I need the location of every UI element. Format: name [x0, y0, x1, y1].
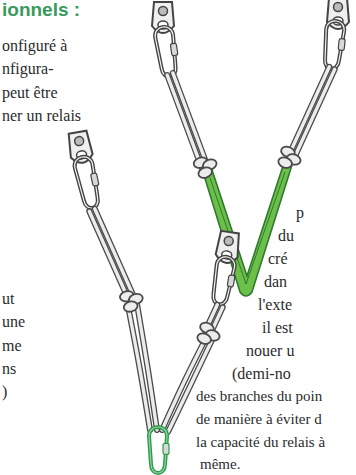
body-text-line: p [296, 204, 304, 222]
body-text-line: de manière à éviter d [196, 411, 322, 428]
carabiner [322, 20, 347, 70]
sling [287, 67, 329, 159]
body-text-line: l'exte [258, 296, 292, 314]
body-text-line: une [2, 313, 25, 331]
carabiner [154, 25, 181, 77]
green-sling [210, 172, 285, 284]
knot [195, 321, 223, 348]
body-text-line: même. [200, 456, 240, 473]
body-text-line: nfigura- [2, 60, 54, 78]
body-text-line: me [2, 337, 22, 355]
carabiner [73, 155, 103, 210]
knot [192, 153, 220, 180]
sling [89, 211, 129, 301]
body-text-line: ) [2, 383, 7, 401]
body-text-line: du [278, 227, 294, 245]
body-text-line: onfiguré à [2, 37, 67, 55]
sling [293, 69, 335, 161]
section-heading: ionnels : [2, 0, 80, 21]
body-text-line: dan [264, 273, 287, 291]
carabiner [210, 255, 238, 306]
body-text-line: ner un relais [2, 107, 81, 125]
sling [95, 209, 135, 299]
knot [119, 287, 146, 313]
knot [276, 145, 304, 172]
body-text-line: peut être [2, 84, 58, 102]
sling [173, 73, 208, 167]
sling [167, 75, 202, 169]
body-text-line: des branches du poin [196, 388, 322, 405]
green-carabiner [149, 427, 169, 473]
body-text-line: (demi-no [232, 365, 291, 383]
body-text-line: la capacité du relais à [196, 434, 325, 451]
body-text-line: il est [262, 319, 293, 337]
body-text-line: ut [2, 290, 14, 308]
body-text-line: cré [268, 250, 288, 268]
sling [137, 304, 157, 430]
body-text-line: ns [2, 360, 16, 378]
body-text-line: nouer u [246, 342, 294, 360]
